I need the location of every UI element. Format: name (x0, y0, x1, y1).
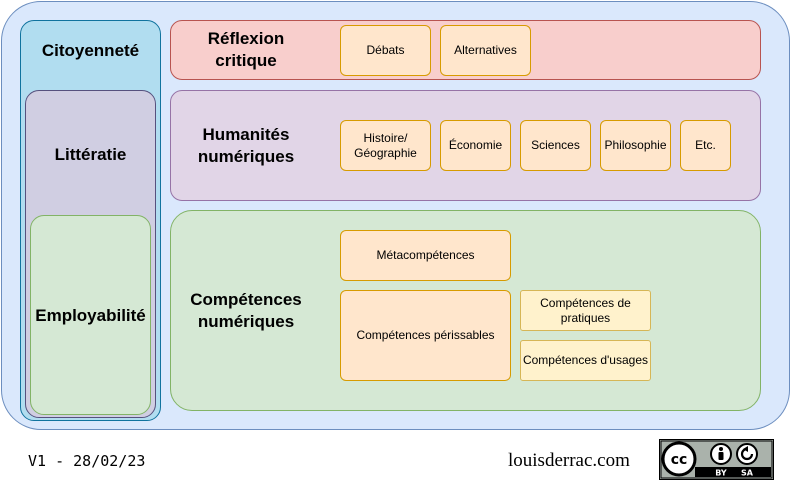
competences-pratiques-box: Compétences de pratiques (520, 290, 651, 331)
sa-label: SA (741, 469, 754, 478)
humanites-numeriques-title: Humanités numériques (197, 124, 295, 166)
reflexion-critique-title: Réflexion critique (207, 29, 285, 70)
version-date: V1 - 28/02/23 (28, 452, 146, 470)
site-link[interactable]: louisderrac.com (508, 450, 630, 471)
debats-box: Débats (340, 25, 431, 76)
philosophie-box: Philosophie (600, 120, 671, 171)
employabilite-block: Employabilité (30, 215, 151, 415)
etc-box: Etc. (680, 120, 731, 171)
competences-usages-box: Compétences d'usages (520, 340, 651, 381)
share-alike-icon (736, 443, 758, 465)
employabilite-label: Employabilité (35, 306, 146, 325)
svg-text:cc: cc (671, 452, 688, 468)
sciences-box: Sciences (520, 120, 591, 171)
economie-box: Économie (440, 120, 511, 171)
histoire-geographie-box: Histoire/ Géographie (340, 120, 431, 171)
cc-by-sa-badge[interactable]: cc BY SA (659, 439, 774, 480)
competences-numeriques-title: Compétences numériques (190, 290, 302, 331)
metacompetences-box: Métacompétences (340, 230, 511, 281)
alternatives-box: Alternatives (440, 25, 531, 76)
creative-commons-icon: cc (661, 441, 697, 477)
by-label: BY (715, 469, 727, 478)
citoyennete-label: Citoyenneté (41, 41, 140, 60)
competences-perissables-box: Compétences périssables (340, 290, 511, 381)
litteratie-label: Littératie (54, 145, 127, 164)
attribution-icon (710, 443, 732, 465)
